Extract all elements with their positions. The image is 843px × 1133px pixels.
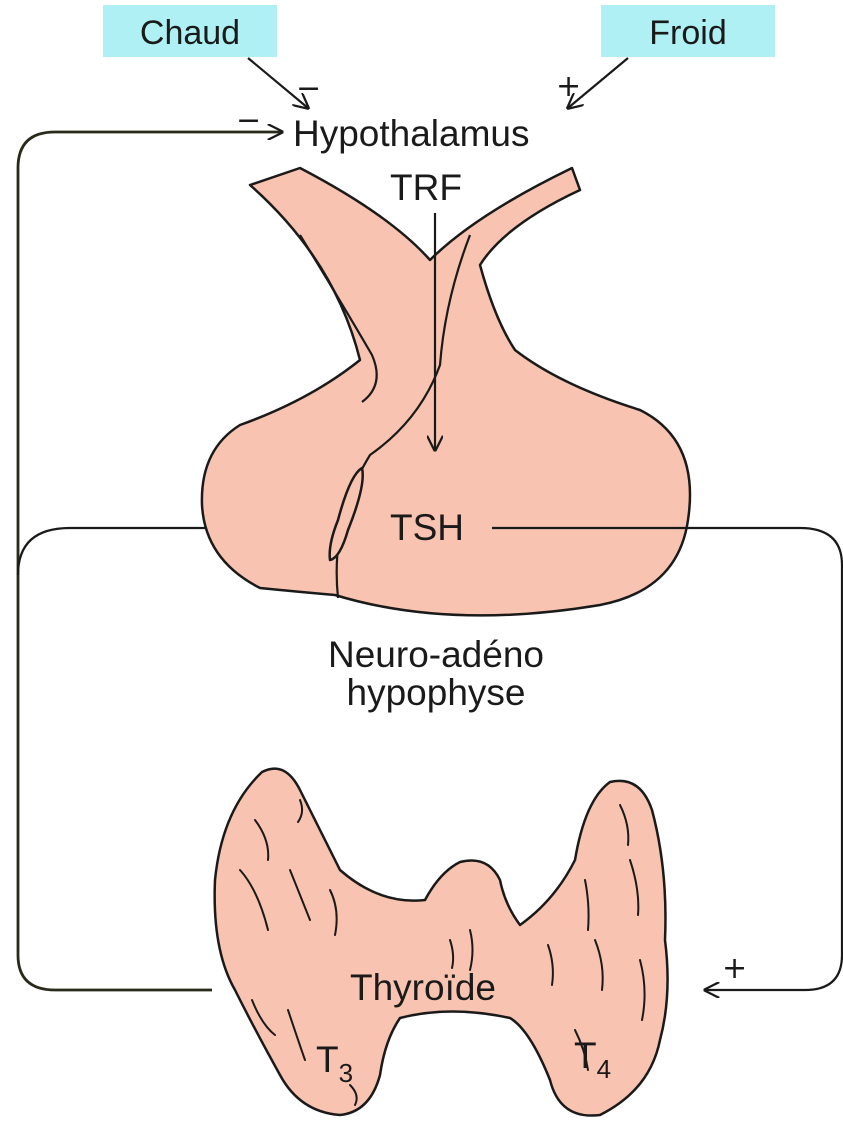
pituitary-name-line1: Neuro-adéno [328, 634, 544, 675]
t4-subscript: 4 [597, 1054, 611, 1084]
hypothalamus-feedback-sign: − [236, 103, 261, 138]
t4-base: T [574, 1035, 597, 1076]
hot-stimulus-label: Chaud [140, 14, 240, 52]
thyroid-stimulation-sign: + [722, 951, 747, 986]
hypothalamus-label: Hypothalamus [293, 113, 530, 154]
trf-label: TRF [390, 167, 462, 208]
thyroid-label: Thyroïde [350, 967, 496, 1008]
t3-base: T [316, 1039, 339, 1080]
cold-stimulus-label: Froid [649, 14, 726, 52]
cold-effect-sign: + [556, 69, 581, 104]
tsh-label: TSH [390, 507, 464, 548]
t3-subscript: 3 [339, 1058, 353, 1088]
hot-effect-sign: − [296, 71, 321, 106]
pituitary-gland-shape [202, 168, 690, 615]
pituitary-name-line2: hypophyse [347, 672, 526, 713]
